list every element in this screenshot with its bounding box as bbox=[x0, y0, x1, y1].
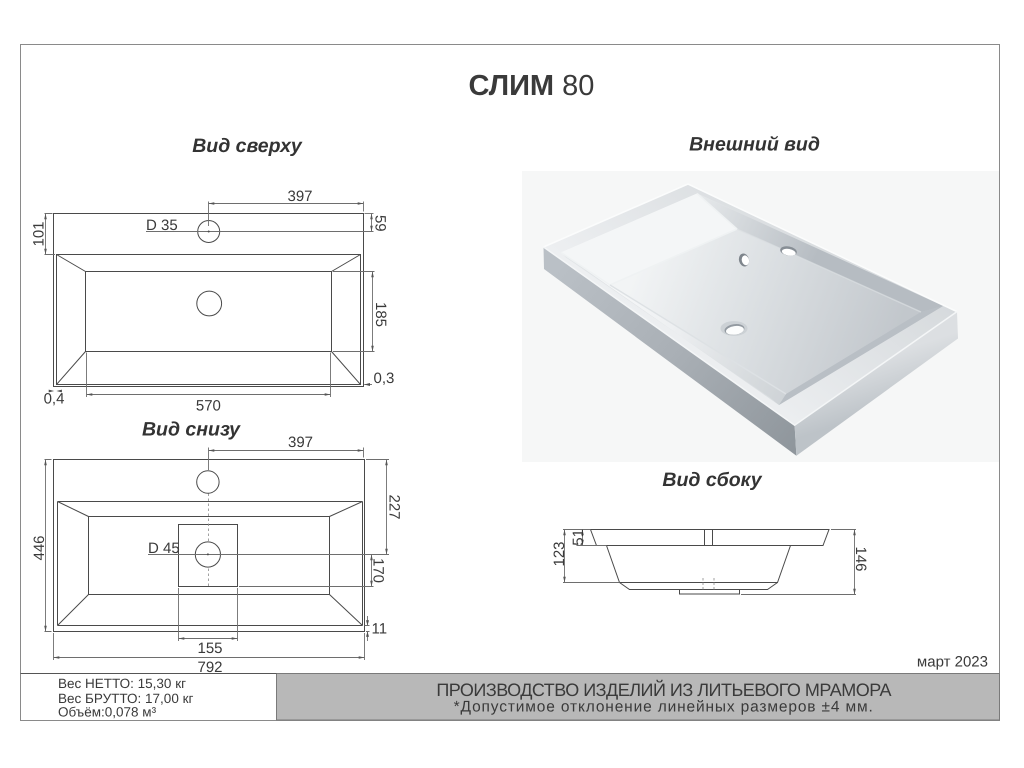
svg-text:397: 397 bbox=[287, 188, 312, 205]
svg-text:Вес БРУТТО: 17,00 кг: Вес БРУТТО: 17,00 кг bbox=[58, 691, 193, 706]
svg-text:146: 146 bbox=[852, 546, 869, 571]
svg-text:11: 11 bbox=[372, 621, 388, 638]
svg-text:март 2023: март 2023 bbox=[917, 654, 988, 671]
svg-text:59: 59 bbox=[372, 215, 389, 232]
svg-text:170: 170 bbox=[370, 558, 387, 583]
svg-text:397: 397 bbox=[288, 434, 313, 451]
svg-text:101: 101 bbox=[31, 221, 48, 246]
svg-text:155: 155 bbox=[197, 640, 222, 657]
svg-text:Вид снизу: Вид снизу bbox=[142, 419, 241, 441]
svg-text:Объём:0,078 м³: Объём:0,078 м³ bbox=[58, 705, 157, 720]
svg-text:570: 570 bbox=[196, 397, 221, 414]
svg-text:Вес НЕТТО: 15,30 кг: Вес НЕТТО: 15,30 кг bbox=[58, 676, 186, 691]
svg-text:0,3: 0,3 bbox=[374, 370, 395, 387]
svg-text:51: 51 bbox=[570, 529, 587, 546]
svg-text:792: 792 bbox=[197, 659, 222, 676]
svg-text:*Допустимое отклонение линейны: *Допустимое отклонение линейных размеров… bbox=[454, 699, 874, 716]
svg-text:D 45: D 45 bbox=[148, 540, 180, 557]
svg-text:446: 446 bbox=[31, 535, 48, 560]
svg-text:СЛИМ 80: СЛИМ 80 bbox=[469, 70, 595, 102]
svg-text:Внешний вид: Внешний вид bbox=[689, 134, 820, 156]
svg-text:D 35: D 35 bbox=[146, 217, 178, 234]
svg-text:Вид сбоку: Вид сбоку bbox=[662, 469, 762, 491]
svg-text:123: 123 bbox=[551, 541, 568, 566]
svg-text:Вид сверху: Вид сверху bbox=[192, 135, 303, 157]
svg-text:ПРОИЗВОДСТВО ИЗДЕЛИЙ ИЗ ЛИТЬЕВ: ПРОИЗВОДСТВО ИЗДЕЛИЙ ИЗ ЛИТЬЕВОГО МРАМОР… bbox=[436, 679, 891, 700]
svg-text:227: 227 bbox=[386, 494, 403, 519]
svg-text:185: 185 bbox=[372, 302, 389, 327]
svg-text:0,4: 0,4 bbox=[44, 391, 65, 408]
